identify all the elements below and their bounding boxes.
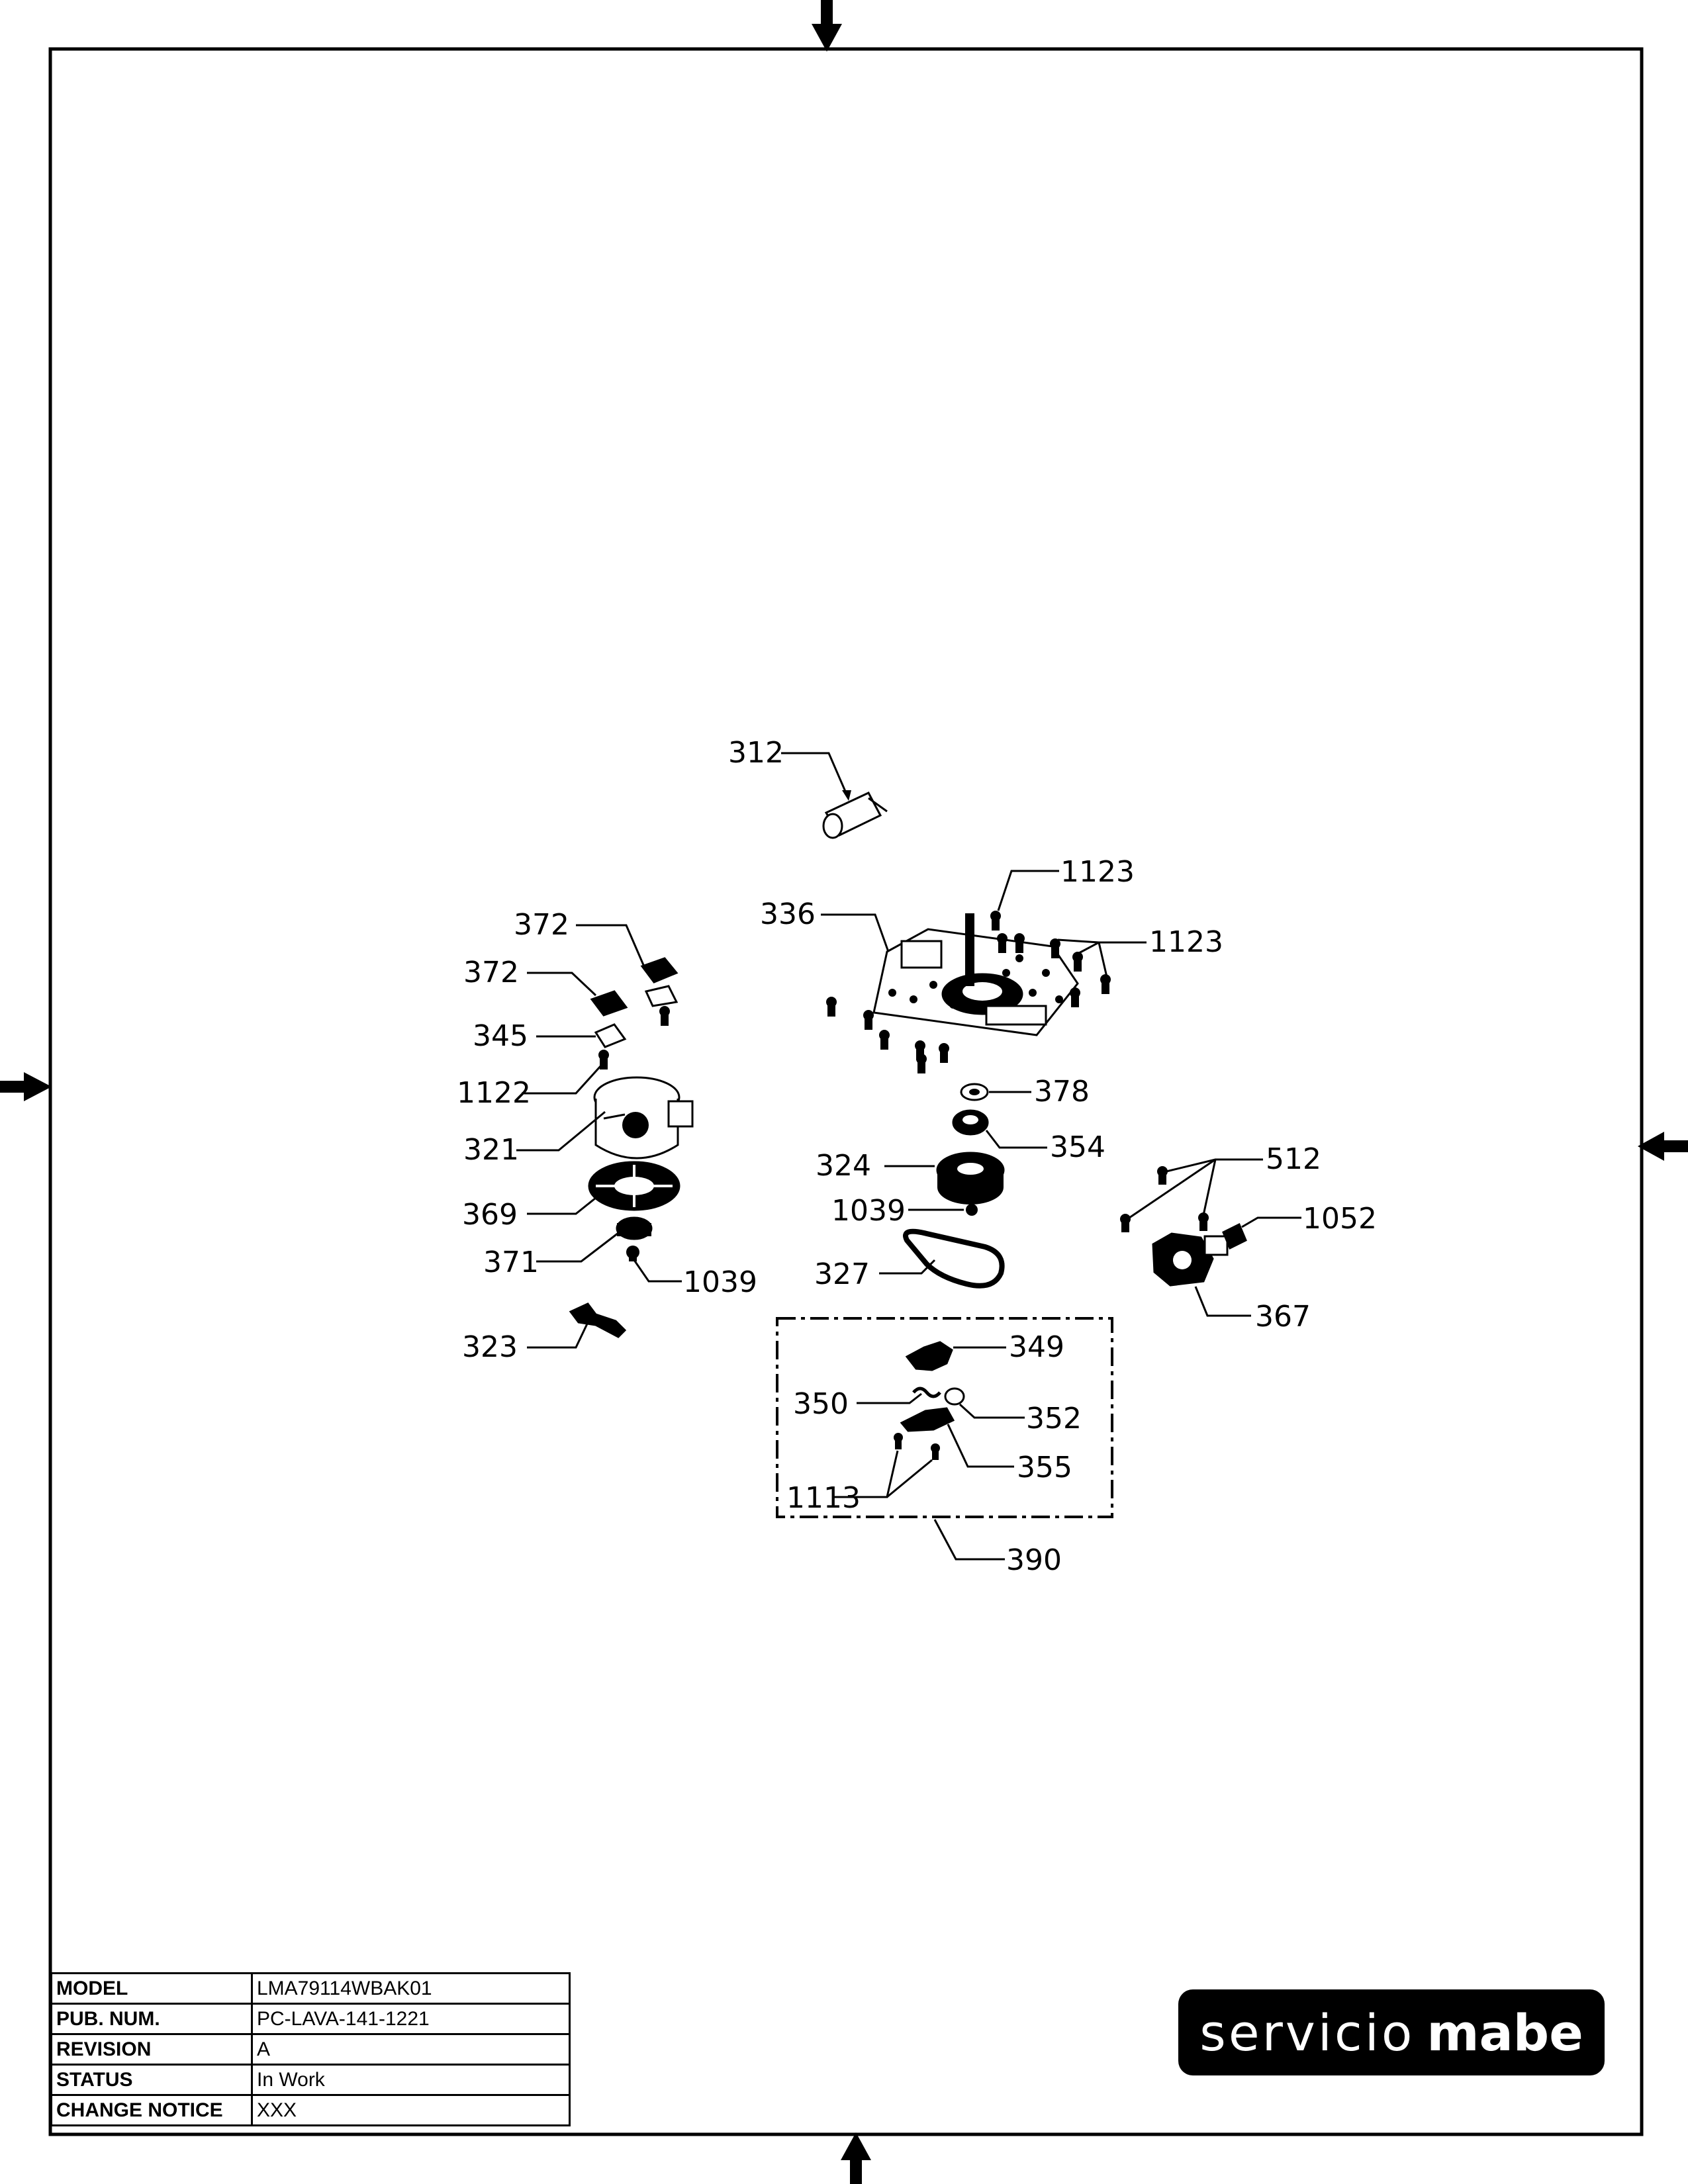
part-369-disc <box>588 1161 680 1211</box>
title-row-status: STATUS In Work <box>50 2064 571 2096</box>
callout-512: 512 <box>1266 1142 1321 1176</box>
status-label: STATUS <box>50 2064 253 2096</box>
bottom-center-arrow-icon <box>841 2132 871 2184</box>
servicio-mabe-logo: servicio mabe <box>1178 1989 1605 2075</box>
part-1039-nut-left <box>626 1246 639 1261</box>
callout-371: 371 <box>483 1246 539 1279</box>
callout-labels: 312 336 1123 1123 372 372 345 1122 321 3… <box>457 736 1377 1577</box>
part-1039-nut-center <box>966 1204 978 1216</box>
right-center-arrow-icon <box>1638 1132 1688 1161</box>
callout-1123-top: 1123 <box>1060 855 1135 889</box>
callout-1122: 1122 <box>457 1076 531 1110</box>
callout-372-upper: 372 <box>514 908 569 942</box>
callout-1039-left: 1039 <box>683 1265 757 1299</box>
callout-345: 345 <box>473 1019 528 1053</box>
callout-349: 349 <box>1009 1330 1064 1364</box>
change-notice-label: CHANGE NOTICE <box>50 2094 253 2126</box>
callout-352: 352 <box>1026 1402 1082 1435</box>
model-label: MODEL <box>50 1972 253 2005</box>
callout-390: 390 <box>1006 1543 1062 1577</box>
pub-num-label: PUB. NUM. <box>50 2003 253 2035</box>
title-row-change-notice: CHANGE NOTICE XXX <box>50 2094 571 2126</box>
part-1122-screw <box>598 1050 609 1069</box>
callout-350: 350 <box>793 1387 849 1421</box>
part-349-actuator <box>905 1341 953 1371</box>
part-512-screws <box>1120 1166 1209 1232</box>
callout-354: 354 <box>1050 1130 1105 1164</box>
model-value: LMA79114WBAK01 <box>251 1972 571 2005</box>
callout-336: 336 <box>760 897 816 931</box>
title-row-pub-num: PUB. NUM. PC-LAVA-141-1221 <box>50 2003 571 2035</box>
top-center-arrow-icon <box>812 0 842 52</box>
status-value: In Work <box>251 2064 571 2096</box>
callout-321: 321 <box>463 1133 519 1167</box>
part-371-bushing <box>616 1216 653 1240</box>
title-row-revision: REVISION A <box>50 2033 571 2066</box>
callout-312: 312 <box>728 736 784 770</box>
title-block-table: MODEL LMA79114WBAK01 PUB. NUM. PC-LAVA-1… <box>50 1972 571 2126</box>
leader-lines <box>516 752 1301 1561</box>
part-1123-screws <box>826 911 1111 1073</box>
part-312-pivot <box>822 792 888 839</box>
part-355-lever <box>900 1407 955 1432</box>
callout-367: 367 <box>1255 1300 1311 1334</box>
part-350-spring <box>912 1387 941 1398</box>
pub-num-value: PC-LAVA-141-1221 <box>251 2003 571 2035</box>
part-345-bracket <box>594 1023 627 1048</box>
part-367-pump <box>1152 1232 1229 1287</box>
callout-1113: 1113 <box>786 1481 861 1515</box>
left-center-arrow-icon <box>0 1072 52 1101</box>
part-336-transmission <box>872 913 1079 1036</box>
part-321-housing <box>593 1076 694 1160</box>
callout-324: 324 <box>816 1149 871 1183</box>
part-324-pulley <box>936 1152 1005 1205</box>
part-352-washer <box>944 1387 965 1406</box>
callout-369: 369 <box>462 1198 518 1232</box>
assembly-390-group-box <box>776 1317 1113 1518</box>
drawing-border <box>48 47 1644 2136</box>
revision-label: REVISION <box>50 2033 253 2066</box>
part-354-cap <box>952 1109 989 1136</box>
part-1052-hose-clamp <box>1222 1222 1247 1250</box>
revision-value: A <box>251 2033 571 2066</box>
callout-1052: 1052 <box>1303 1202 1377 1236</box>
part-372-lower-clip <box>590 990 628 1017</box>
logo-text-mabe: mabe <box>1427 2003 1583 2062</box>
part-378-seal <box>960 1083 989 1101</box>
callout-378: 378 <box>1034 1075 1090 1109</box>
logo-text-servicio: servicio <box>1199 2003 1415 2062</box>
change-notice-value: XXX <box>251 2094 571 2126</box>
callout-323: 323 <box>462 1330 518 1364</box>
part-372-upper-clip <box>640 957 679 1026</box>
callout-355: 355 <box>1017 1451 1072 1484</box>
callout-1039-center: 1039 <box>831 1194 906 1228</box>
part-323-lever <box>569 1302 627 1338</box>
part-1113-screws <box>894 1433 940 1460</box>
title-row-model: MODEL LMA79114WBAK01 <box>50 1972 571 2005</box>
part-327-belt <box>903 1228 1005 1289</box>
callout-1123-right: 1123 <box>1149 925 1223 959</box>
callout-327: 327 <box>814 1257 870 1291</box>
callout-372-lower: 372 <box>463 956 519 989</box>
